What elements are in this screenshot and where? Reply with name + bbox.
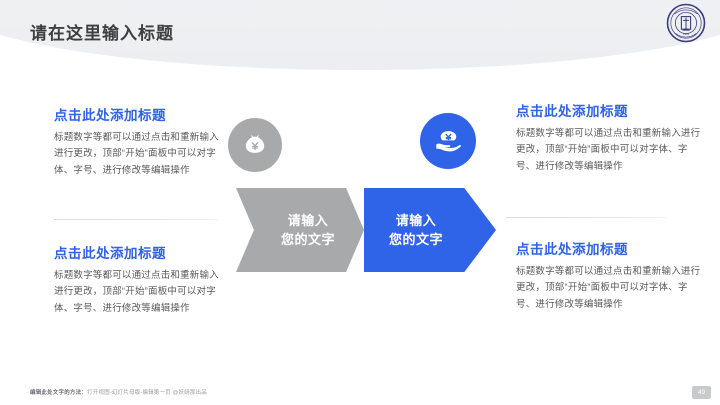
footer-note-text: 打开视图-幻灯片母版-编辑第一页 @妖娆那出品	[87, 390, 207, 396]
chevron-blue-line2: 您的文字	[388, 232, 443, 247]
hand-holding-yuan-icon	[436, 131, 461, 152]
divider-left	[54, 219, 218, 220]
money-bag-icon-badge	[228, 118, 282, 172]
divider-right	[506, 217, 666, 218]
chevron-blue-text[interactable]: 请输入 您的文字	[389, 211, 443, 250]
block-heading[interactable]: 点击此处添加标题	[516, 104, 628, 119]
svg-text:1902: 1902	[683, 32, 690, 36]
page-number-badge: 49	[692, 386, 711, 399]
chevron-gray-line2: 您的文字	[280, 232, 335, 247]
footer-note-label: 编辑此处文字的方法：	[30, 390, 88, 396]
text-block-bottom-right[interactable]: 点击此处添加标题 标题数字等都可以通过点击和重新输入进行更改，顶部“开始”面板中…	[516, 238, 702, 313]
chevron-gray-text[interactable]: 请输入 您的文字	[281, 211, 335, 250]
chevron-blue-line1: 请输入	[395, 212, 437, 228]
university-emblem: 1902	[666, 3, 706, 43]
block-body[interactable]: 标题数字等都可以通过点击和重新输入进行更改，顶部“开始”面板中可以对字体、字号、…	[54, 270, 219, 314]
block-body[interactable]: 标题数字等都可以通过点击和重新输入进行更改，顶部“开始”面板中可以对字体、字号、…	[516, 128, 701, 172]
chevron-blue[interactable]: 请输入 您的文字	[364, 188, 496, 272]
block-body[interactable]: 标题数字等都可以通过点击和重新输入进行更改，顶部“开始”面板中可以对字体、字号、…	[54, 132, 219, 176]
header-band	[0, 0, 720, 78]
block-heading[interactable]: 点击此处添加标题	[54, 246, 166, 261]
chevron-gray[interactable]: 请输入 您的文字	[236, 188, 364, 272]
chevron-gray-line1: 请输入	[287, 212, 329, 228]
page-title: 请在这里输入标题	[30, 24, 174, 43]
footer-note: 编辑此处文字的方法：打开视图-幻灯片母版-编辑第一页 @妖娆那出品	[30, 388, 207, 396]
block-heading[interactable]: 点击此处添加标题	[516, 242, 628, 257]
hand-holding-yuan-icon-badge	[420, 113, 476, 169]
text-block-top-right[interactable]: 点击此处添加标题 标题数字等都可以通过点击和重新输入进行更改，顶部“开始”面板中…	[516, 100, 702, 175]
block-heading[interactable]: 点击此处添加标题	[54, 108, 166, 123]
text-block-bottom-left[interactable]: 点击此处添加标题 标题数字等都可以通过点击和重新输入进行更改，顶部“开始”面板中…	[54, 242, 226, 317]
block-body[interactable]: 标题数字等都可以通过点击和重新输入进行更改，顶部“开始”面板中可以对字体、字号、…	[516, 266, 701, 310]
text-block-top-left[interactable]: 点击此处添加标题 标题数字等都可以通过点击和重新输入进行更改，顶部“开始”面板中…	[54, 104, 226, 179]
money-bag-yuan-icon	[245, 134, 265, 153]
